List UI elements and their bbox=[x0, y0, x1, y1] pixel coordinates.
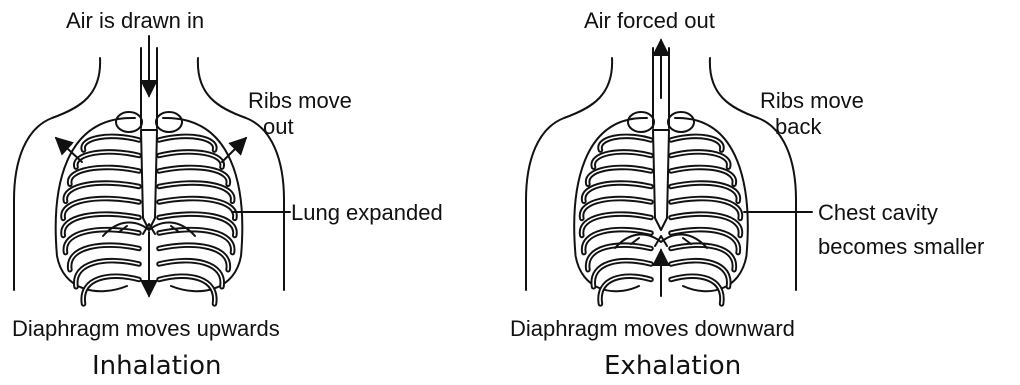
exhalation-panel: Air forced out Ribs move back Chest cavi… bbox=[510, 8, 984, 381]
rib bbox=[593, 261, 651, 287]
exhalation-caption: Exhalation bbox=[604, 351, 741, 381]
sternum bbox=[653, 130, 669, 230]
inhalation-caption: Inhalation bbox=[92, 351, 222, 381]
rib bbox=[159, 261, 222, 287]
rib bbox=[70, 245, 139, 270]
exhalation-body-outline bbox=[526, 58, 612, 290]
sternum bbox=[141, 130, 157, 230]
rib bbox=[671, 261, 729, 287]
rib bbox=[671, 245, 734, 270]
clavicle-left bbox=[116, 112, 142, 132]
inhalation-ribs-label-1: Ribs move bbox=[248, 88, 352, 113]
inhalation-lung-label: Lung expanded bbox=[291, 200, 443, 225]
rib bbox=[588, 245, 651, 270]
rib bbox=[159, 245, 228, 270]
exhalation-air-label: Air forced out bbox=[584, 8, 715, 33]
inhalation-diaphragm-label: Diaphragm moves upwards bbox=[12, 316, 280, 341]
exhalation-ribs-label-2: back bbox=[775, 114, 822, 139]
clavicle-right bbox=[668, 112, 694, 132]
inhalation-panel: Air is drawn in Ribs move out Lung expan… bbox=[12, 8, 443, 381]
inhalation-ribs-label-2: out bbox=[263, 114, 294, 139]
clavicle-left bbox=[628, 112, 654, 132]
exhalation-cavity-label-1: Chest cavity bbox=[818, 200, 938, 225]
clavicle-right bbox=[156, 112, 182, 132]
exhalation-cavity-label-2: becomes smaller bbox=[818, 234, 984, 259]
inhalation-air-label: Air is drawn in bbox=[66, 8, 204, 33]
exhalation-ribs-label-1: Ribs move bbox=[760, 88, 864, 113]
rib bbox=[76, 261, 139, 287]
exhalation-diaphragm-label: Diaphragm moves downward bbox=[510, 316, 795, 341]
